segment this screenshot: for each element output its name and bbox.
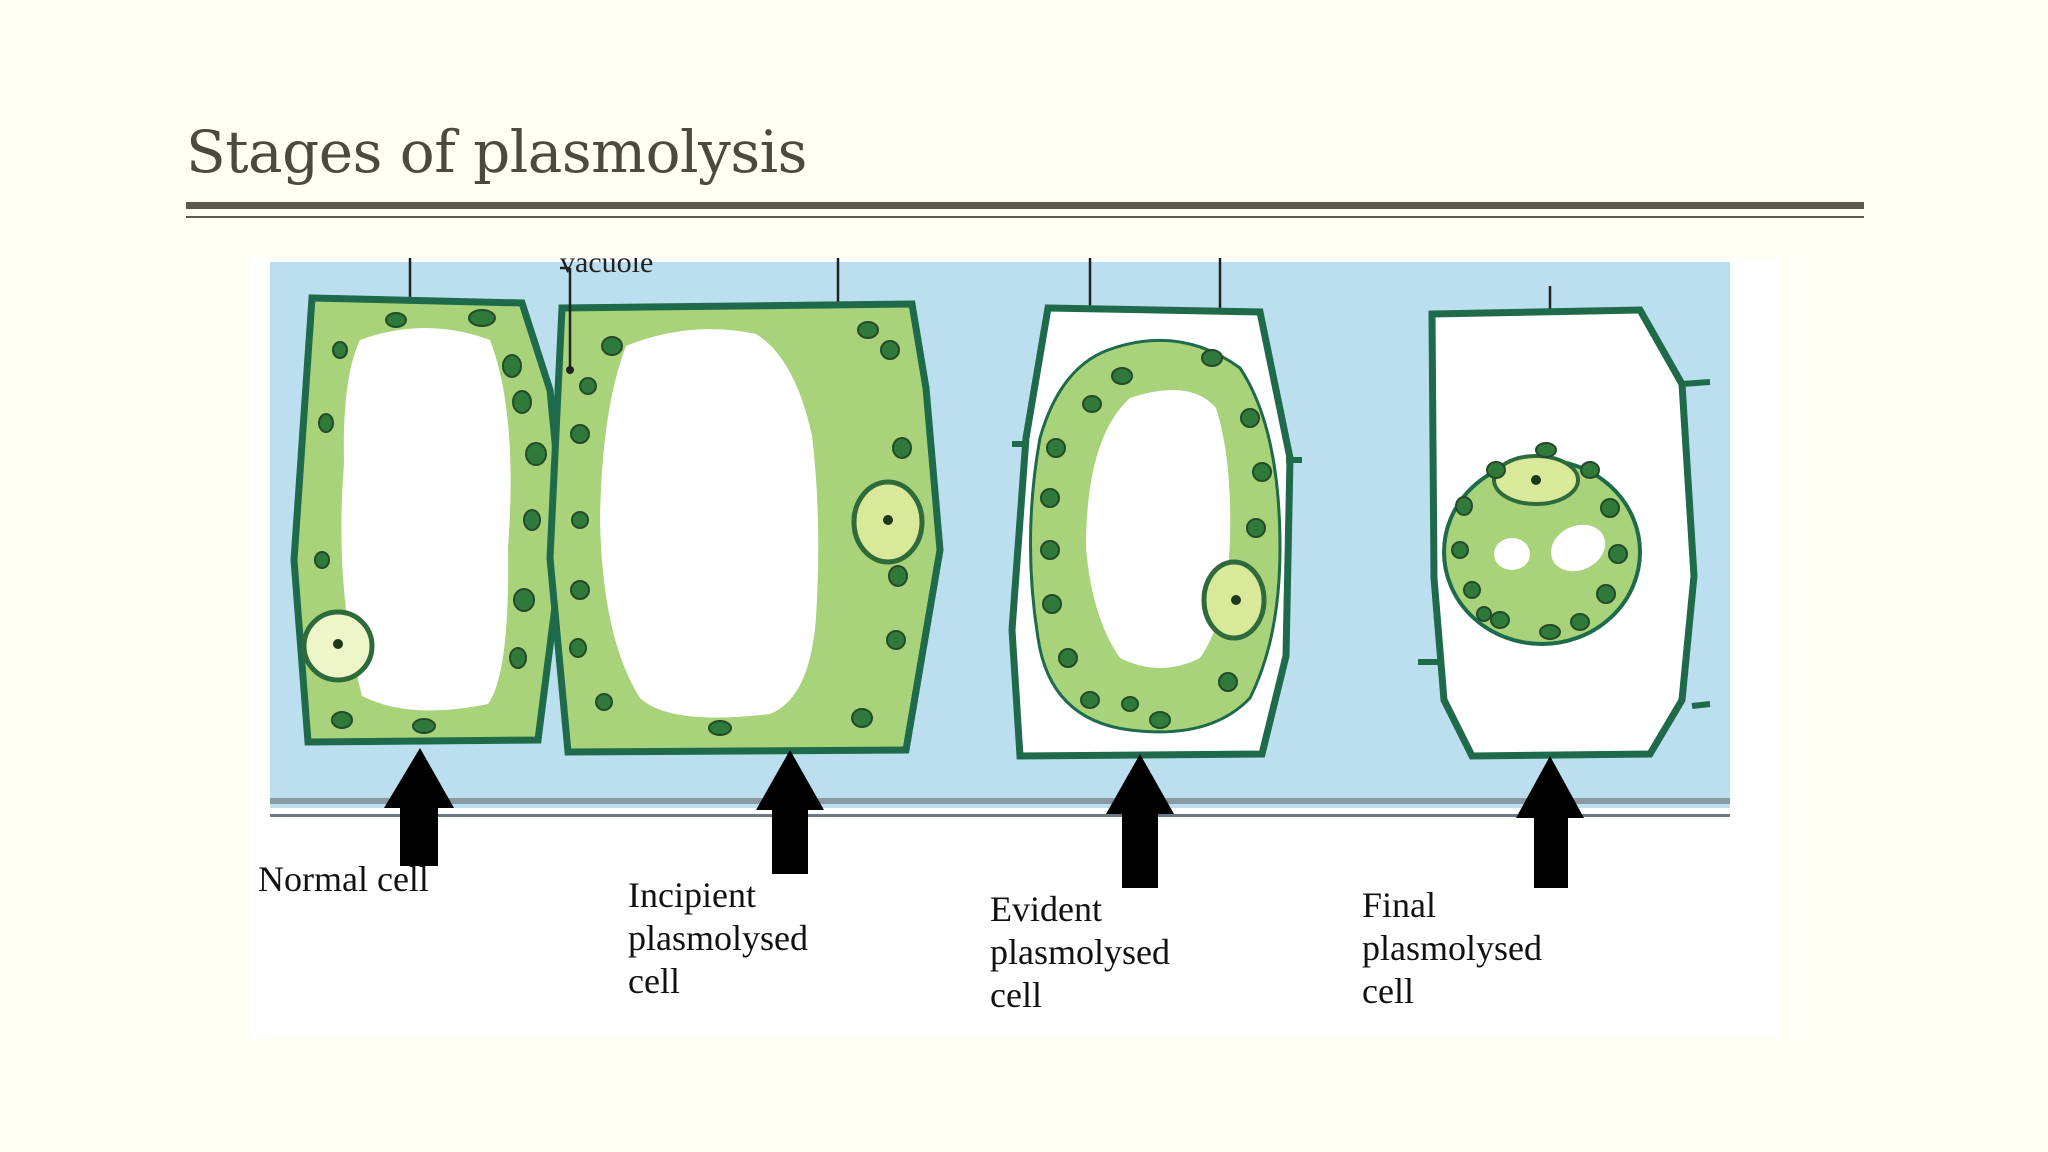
- evident-cell-vacuole: [1086, 390, 1231, 668]
- final-cell-vacuole-right: [1550, 524, 1606, 572]
- label-normal-cell: Normal cell: [258, 859, 429, 899]
- label-evident-plasmolysed-cell: Evident plasmolysed cell: [990, 889, 1170, 1015]
- base-line-top: [270, 798, 1730, 804]
- final-cell-arrow: [1516, 756, 1584, 888]
- normal-cell: [290, 258, 568, 866]
- base-line-bottom: [270, 814, 1730, 817]
- title-divider-thin: [186, 216, 1864, 218]
- label-incipient-plasmolysed-cell: Incipient plasmolysed cell: [628, 875, 808, 1001]
- vacuole-top-label: vacuole: [560, 258, 653, 279]
- normal-cell-arrow: [384, 748, 454, 866]
- normal-cell-vacuole: [341, 328, 511, 711]
- final-plasmolysed-cell: [1418, 286, 1711, 888]
- diagram-canvas: vacuole: [270, 258, 1730, 888]
- evident-cell-arrow: [1106, 754, 1174, 888]
- title-divider-thick: [186, 202, 1864, 209]
- incipient-cell-arrow: [756, 750, 824, 874]
- evident-plasmolysed-cell: [1008, 258, 1302, 888]
- final-cell-vacuole-left: [1494, 538, 1530, 570]
- incipient-cell-vacuole: [600, 329, 819, 718]
- slide-title: Stages of plasmolysis: [186, 118, 807, 186]
- incipient-plasmolysed-cell: [546, 258, 944, 874]
- plasmolysis-diagram: vacuole: [250, 258, 1780, 1038]
- label-final-plasmolysed-cell: Final plasmolysed cell: [1362, 885, 1542, 1011]
